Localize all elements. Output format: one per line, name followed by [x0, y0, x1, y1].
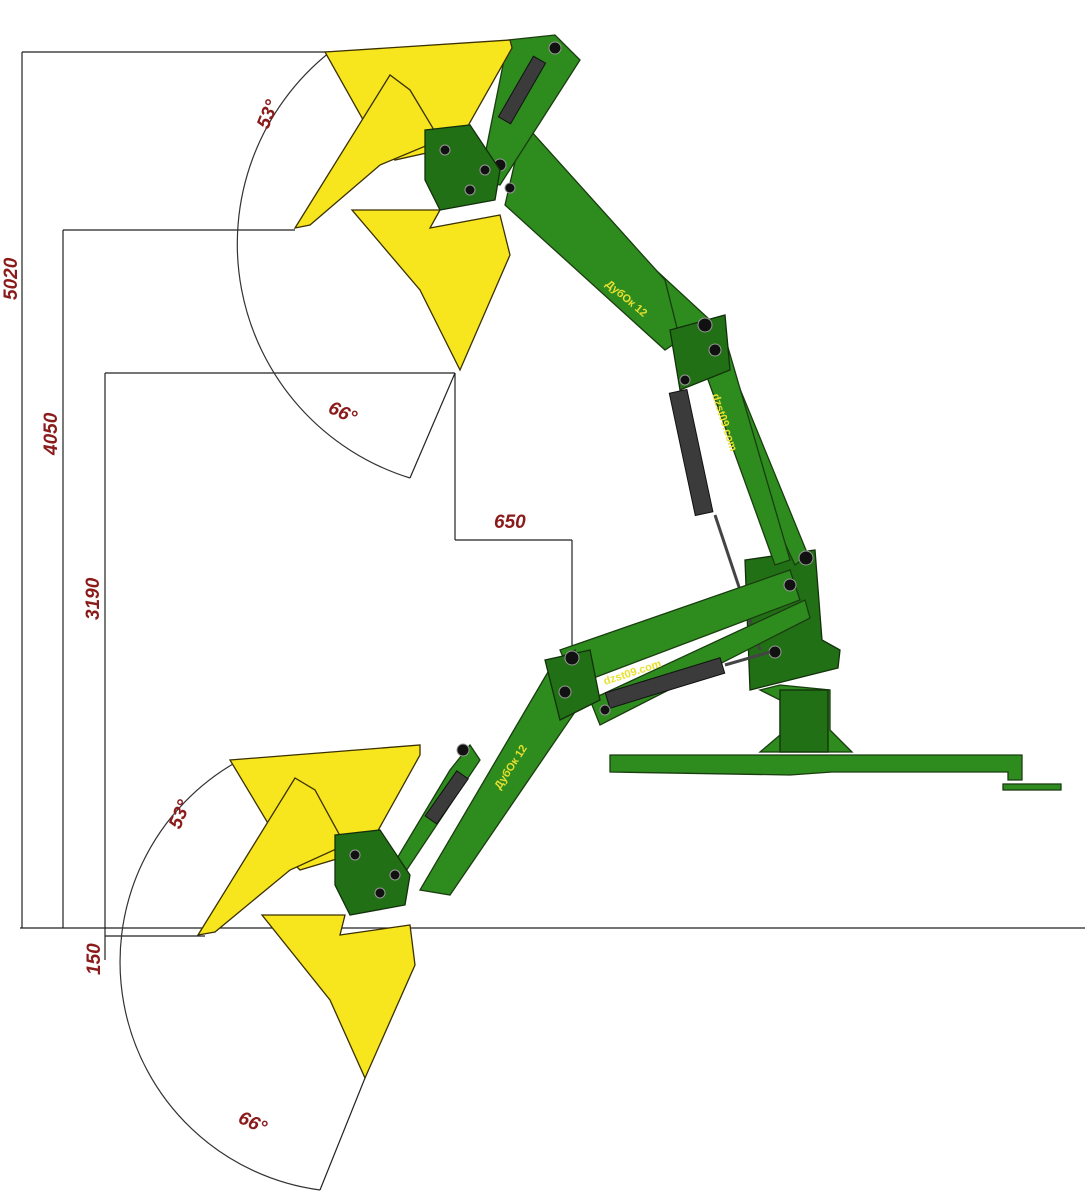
angle-bottom-53: 53° — [165, 797, 195, 832]
bottom-angle-arcs — [119, 759, 366, 1191]
raised-bucket — [293, 39, 513, 372]
raised-boom — [479, 34, 814, 659]
lowered-bucket — [196, 744, 421, 1080]
angle-top-66: 66° — [325, 397, 360, 428]
dim-650: 650 — [494, 512, 526, 533]
dim-5020: 5020 — [1, 257, 22, 300]
angle-bottom-66: 66° — [235, 1107, 270, 1138]
dim-150: 150 — [84, 943, 105, 975]
lowered-boom — [389, 569, 811, 896]
angle-top-53: 53° — [253, 97, 283, 132]
dim-4050: 4050 — [41, 412, 62, 456]
top-angle-arcs — [236, 51, 456, 479]
dim-3190: 3190 — [83, 577, 104, 620]
